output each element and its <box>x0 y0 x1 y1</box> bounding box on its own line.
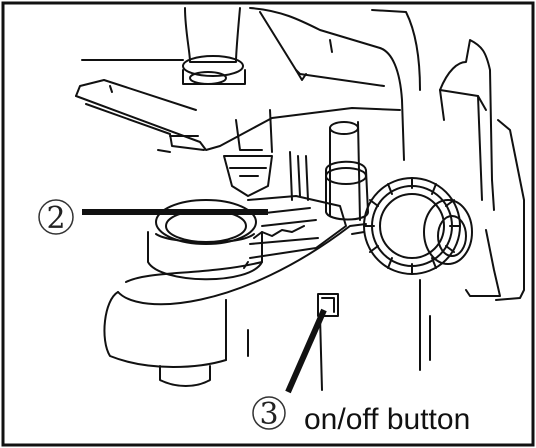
on-off-button-label: on/off button <box>304 403 470 436</box>
callout-3-leader-line <box>285 308 327 394</box>
callout-2-circle <box>38 199 74 235</box>
callout-3-number: 3 <box>259 397 278 432</box>
callout-2-number: 2 <box>46 201 65 236</box>
callout-3-circle <box>252 396 286 430</box>
microscope-body <box>75 7 525 391</box>
